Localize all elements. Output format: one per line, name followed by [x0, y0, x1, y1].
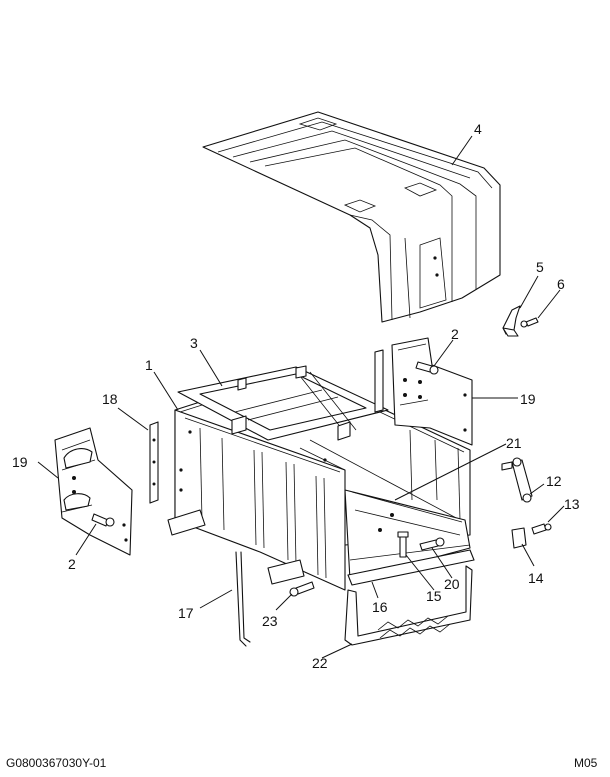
callout-17: 17 — [178, 605, 194, 621]
callout-13: 13 — [564, 496, 580, 512]
callout-2-left: 2 — [68, 556, 76, 572]
bolt-part-15 — [397, 531, 409, 558]
callout-14: 14 — [528, 570, 544, 586]
strap-part-18 — [149, 421, 159, 504]
callout-3: 3 — [190, 335, 198, 351]
callout-5: 5 — [536, 259, 544, 275]
callout-4: 4 — [474, 121, 482, 137]
bolt-part-2-left — [91, 513, 115, 527]
callout-18: 18 — [102, 391, 118, 407]
step-plate-part-16 — [347, 549, 475, 586]
callout-labels: 4 5 6 2 3 1 18 19 19 2 21 12 13 14 15 20… — [12, 121, 580, 671]
callout-21: 21 — [506, 435, 522, 451]
sheet-code: M05 — [574, 756, 598, 770]
callout-15: 15 — [426, 588, 442, 604]
clip-part-14 — [511, 527, 527, 549]
callout-16: 16 — [372, 599, 388, 615]
mount-bracket-left-part-19 — [54, 427, 133, 556]
step-part-22 — [344, 565, 473, 646]
screw-part-13 — [531, 523, 552, 535]
callout-2-right: 2 — [451, 326, 459, 342]
hold-down-frame-part-3 — [177, 365, 389, 441]
cover-part — [202, 111, 501, 323]
screw-part-6 — [520, 317, 539, 328]
callout-20: 20 — [444, 576, 460, 592]
leader-lines — [37, 135, 565, 659]
callout-12: 12 — [546, 473, 562, 489]
rod-part-17 — [235, 551, 251, 647]
callout-1: 1 — [145, 357, 153, 373]
callout-19-right: 19 — [520, 391, 536, 407]
bolt-part-20 — [419, 537, 445, 551]
callout-6: 6 — [557, 276, 565, 292]
bracket-part-5 — [502, 305, 521, 337]
callout-22: 22 — [312, 655, 328, 671]
link-part-12 — [501, 457, 533, 503]
bolt-part-23 — [289, 581, 315, 597]
callout-23: 23 — [262, 613, 278, 629]
mount-bracket-right-part-19 — [374, 337, 473, 446]
drawing-id: G0800367030Y-01 — [6, 756, 107, 770]
callout-19-left: 19 — [12, 454, 28, 470]
